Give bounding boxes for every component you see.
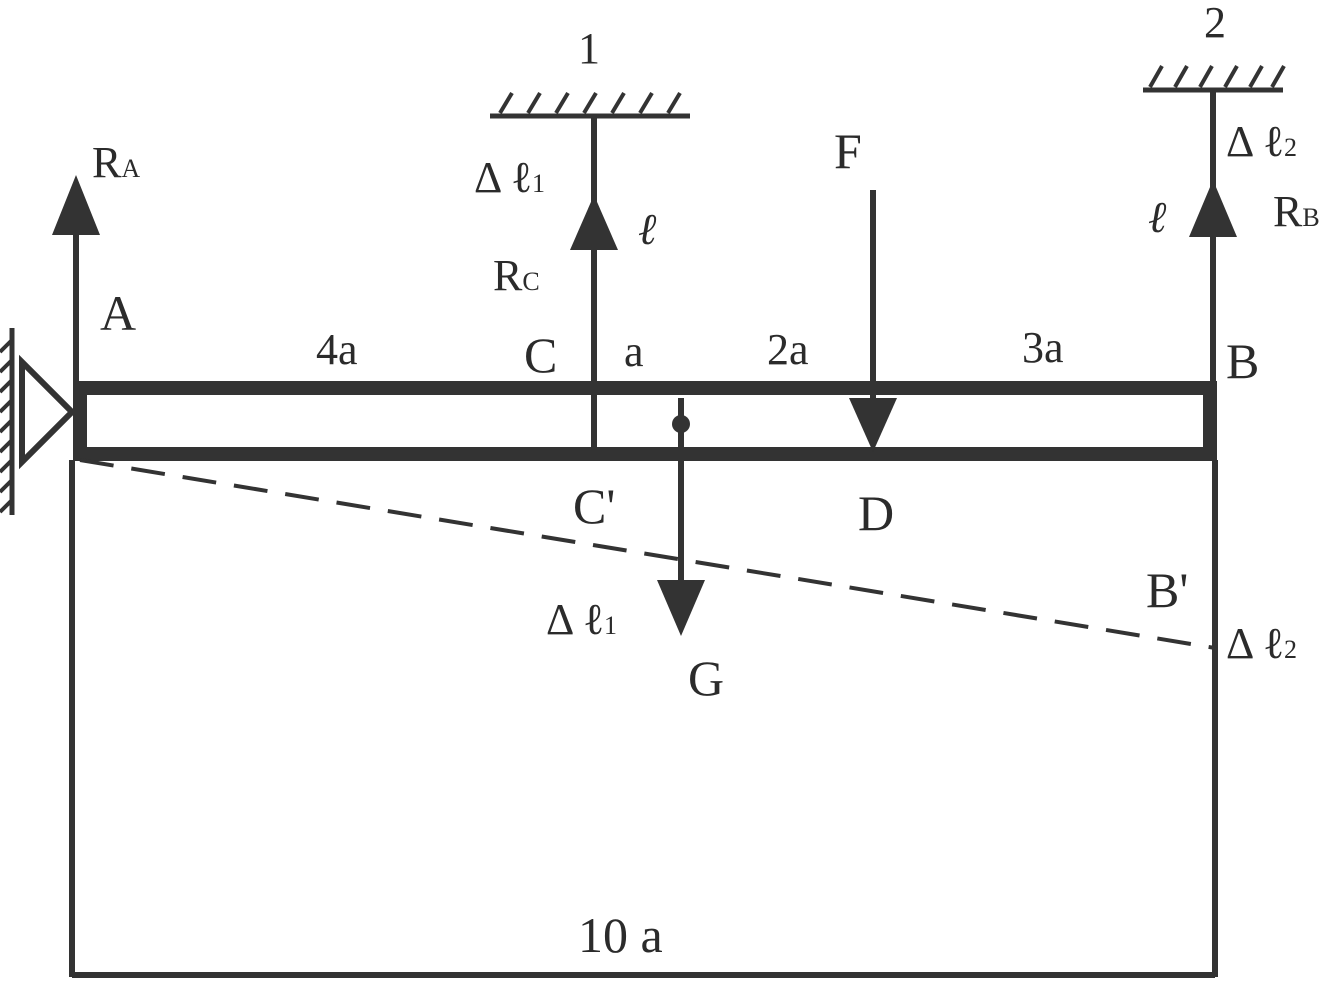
label-point-b-prime: B' [1146,562,1188,618]
label-dl2-bottom: Δ ℓ2 [1226,619,1297,668]
label-point-d: D [858,485,894,541]
deflected-line [79,458,1216,650]
ceiling-support-2 [1143,65,1286,93]
label-dim-a: a [624,327,644,376]
label-rb: RB [1273,187,1320,236]
dimension-frame [69,460,1218,978]
weight-g-arrow [657,398,705,636]
label-point-a: A [100,285,136,341]
label-dl1-top: Δ ℓ1 [474,153,545,202]
label-force-g: G [688,650,724,706]
ceiling-support-1 [490,91,690,119]
reaction-ra-arrow [52,175,100,388]
label-ra: RA [92,138,140,187]
label-dl1-bottom: Δ ℓ1 [546,595,617,644]
label-rod-length-2: ℓ [1148,193,1167,242]
beam [73,381,1217,461]
label-dim-3a: 3a [1022,323,1064,372]
label-point-b: B [1226,333,1259,389]
label-point-c-prime: C' [573,478,615,534]
rod-1 [570,116,618,448]
label-support-2: 2 [1204,0,1226,47]
label-rc: RC [493,251,540,300]
label-dl2-top: Δ ℓ2 [1226,117,1297,166]
force-f-arrow [849,190,897,452]
rod-2 [1189,90,1237,388]
label-dim-2a: 2a [767,325,809,374]
label-rod-length-1: ℓ [638,205,657,254]
label-dim-4a: 4a [316,325,358,374]
label-force-f: F [834,123,862,179]
label-dim-10a: 10 a [578,907,663,963]
label-support-1: 1 [578,24,600,73]
label-point-c: C [524,327,557,383]
pin-support-a [0,328,77,515]
